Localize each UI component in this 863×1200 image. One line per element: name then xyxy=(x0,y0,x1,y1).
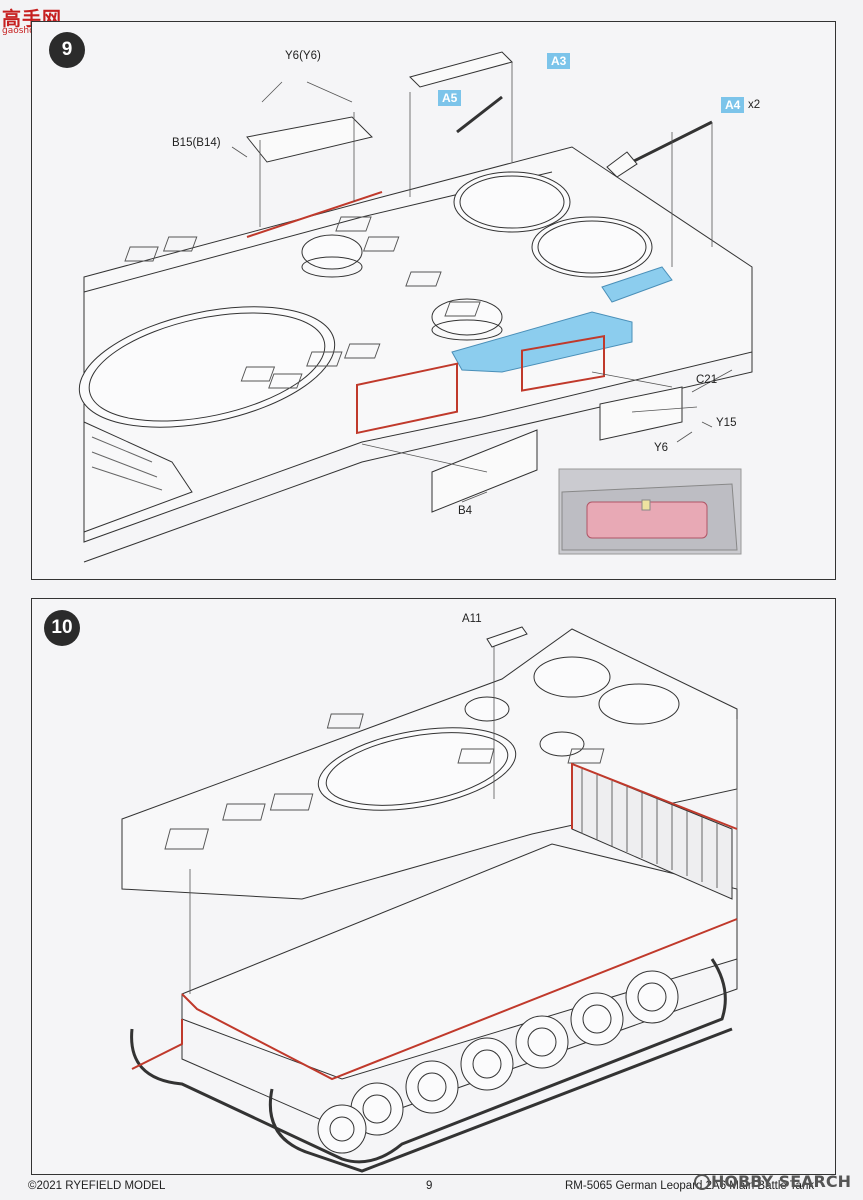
hobby-search-logo-icon xyxy=(694,1174,710,1190)
step-9-panel: 9 xyxy=(31,21,836,580)
label-a11: A11 xyxy=(462,613,482,625)
step-10-badge: 10 xyxy=(44,610,80,646)
footer-page-number: 9 xyxy=(426,1180,433,1192)
part-tag-a3: A3 xyxy=(547,53,571,69)
label-c21: C21 xyxy=(696,374,718,386)
part-tag-a5: A5 xyxy=(438,90,462,106)
label-a4-qty: x2 xyxy=(748,99,761,111)
footer-product: RM-5065 German Leopard 2A6 Main Battle T… xyxy=(565,1180,815,1192)
label-y15: Y15 xyxy=(716,417,737,429)
step-10-panel: 10 xyxy=(31,598,836,1175)
label-y6: Y6 xyxy=(654,442,669,454)
label-b15-b14: B15(B14) xyxy=(172,137,221,149)
step-9-badge: 9 xyxy=(49,32,85,68)
label-y6-y6: Y6(Y6) xyxy=(285,50,321,62)
part-tag-a4: A4 xyxy=(721,97,745,113)
label-b4: B4 xyxy=(458,505,473,517)
step-10-illustration xyxy=(121,626,738,1173)
hobby-search-logo: HOBBY SEARCH xyxy=(711,1172,851,1191)
step-9-illustration xyxy=(78,51,753,563)
footer-copyright: ©2021 RYEFIELD MODEL xyxy=(28,1180,166,1192)
